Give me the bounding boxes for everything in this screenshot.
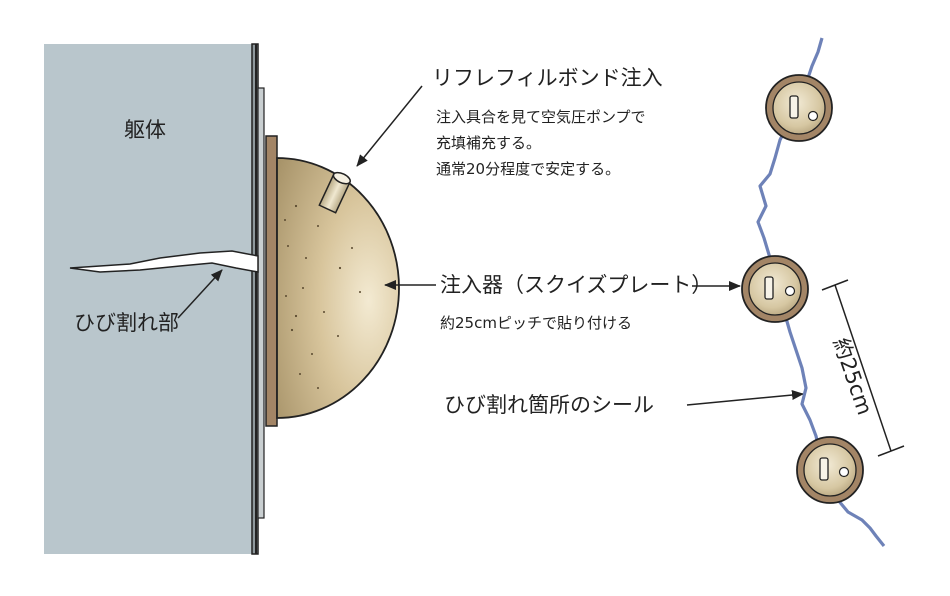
injector-disc-top (765, 74, 833, 142)
dimension-label: 約25cm (828, 335, 877, 418)
crack-label: ひび割れ部 (74, 311, 179, 335)
bond-note-2: 充填補充する。 (436, 134, 541, 152)
dome-speckles (284, 195, 361, 389)
body-label: 躯体 (124, 118, 166, 142)
injection-pipe (318, 171, 351, 214)
bond-note-3: 通常20分程度で安定する。 (436, 160, 620, 178)
pitch-note: 約25cmピッチで貼り付ける (440, 314, 632, 332)
bond-title: リフレフィルボンド注入 (432, 66, 663, 90)
crack-shape (69, 250, 259, 273)
bond-note-1: 注入具合を見て空気圧ポンプで (436, 108, 646, 126)
seal-label: ひび割れ箇所のシール (444, 393, 654, 417)
concrete-body (44, 44, 254, 554)
seal-arrow (686, 390, 804, 406)
injector-label: 注入器（スクイズプレート） (440, 273, 712, 297)
injector-disc-middle (741, 255, 809, 323)
seal-layer (257, 87, 265, 519)
bond-arrow (356, 85, 423, 167)
injector-disc-bottom (796, 436, 864, 504)
dimension-line (821, 279, 905, 457)
crack-arrow (177, 269, 223, 319)
injector-plate (265, 135, 278, 427)
